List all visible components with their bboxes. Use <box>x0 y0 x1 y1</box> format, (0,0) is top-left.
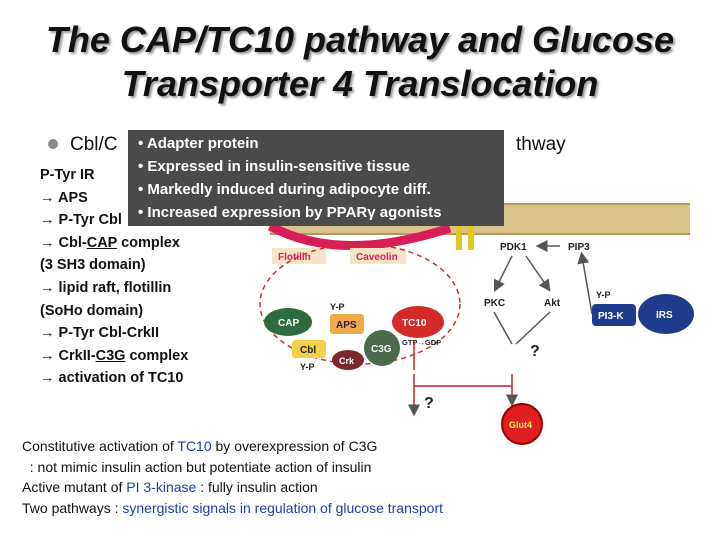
cap-info-popup: • Adapter protein • Expressed in insulin… <box>128 130 504 226</box>
popup-item-ppar: • Increased expression by PPARγ agonists <box>138 204 442 221</box>
step-c3g-term: C3G <box>95 347 126 364</box>
summary-line-3-c: : fully insulin action <box>196 479 318 495</box>
flotilin-label: Flotilin <box>278 252 311 263</box>
glut4-label: Glut4 <box>509 420 532 430</box>
step-aps: → APS <box>40 189 88 206</box>
akt-convergence-line <box>515 311 551 345</box>
step-tc10-activation: → activation of TC10 <box>40 370 184 387</box>
subtitle-right: thway <box>516 134 566 155</box>
summary-pi3k: PI 3-kinase <box>126 479 197 495</box>
pdk1-label: PDK1 <box>500 242 527 253</box>
popup-item-expressed: • Expressed in insulin-sensitive tissue <box>138 158 411 175</box>
lipid-raft-curve <box>267 222 452 250</box>
title-line-2: Transporter 4 Translocation <box>121 63 599 104</box>
step-cbl-cap-suffix: complex <box>117 234 180 251</box>
step-crkii-c3g-prefix: → CrkII- <box>40 347 96 364</box>
step-p-tyr-ir: P-Tyr IR <box>40 167 95 183</box>
pdk1-to-pkc-arrow <box>493 255 513 293</box>
subtitle-left: Cbl/C <box>70 134 118 155</box>
summary-text: Constitutive activation of TC10 by overe… <box>22 436 443 518</box>
pkc-label: PKC <box>484 298 505 309</box>
summary-line-4: Two pathways : synergistic signals in re… <box>22 498 443 519</box>
tc10-label: TC10 <box>402 318 427 329</box>
pdk1-to-akt-arrow <box>525 255 551 292</box>
summary-line-4-a: Two pathways : <box>22 499 123 516</box>
step-crkii-c3g-suffix: complex <box>125 347 189 364</box>
pathway-steps: P-Tyr IR → APS → P-Tyr Cbl → Cbl-CAP com… <box>40 164 188 390</box>
caveolin-label: Caveolin <box>356 252 398 263</box>
caveolin-box <box>350 248 406 264</box>
step-cap-term: CAP <box>86 234 118 251</box>
yp-label-1: Y-P <box>330 302 345 312</box>
pi3k-label: PI3-K <box>598 311 624 322</box>
popup-item-induced: • Markedly induced during adipocyte diff… <box>138 181 431 198</box>
tc10-protein <box>392 306 444 338</box>
slide-title: The CAP/TC10 pathway and Glucose Transpo… <box>0 18 720 106</box>
step-cbl-cap: → Cbl-CAP complex <box>40 232 188 255</box>
step-crkii-c3g: → CrkII-C3G complex <box>40 345 188 368</box>
summary-line-3-a: Active mutant of <box>22 479 127 495</box>
pkc-convergence-line <box>493 311 513 345</box>
summary-line-1-c: by overexpression of C3G <box>211 438 378 454</box>
yp-label-2: Y-P <box>300 362 315 372</box>
akt-label: Akt <box>544 298 561 309</box>
pathway-diagram-lower: ? Glut4 <box>408 374 543 445</box>
summary-line-1-a: Constitutive activation of <box>22 438 178 454</box>
summary-tc10: TC10 <box>177 438 212 454</box>
summary-synergistic: synergistic signals in regulation of glu… <box>122 499 444 516</box>
step-cbl-crkii: → P-Tyr Cbl-CrkII <box>40 325 159 342</box>
step-lipid-raft: → lipid raft, flotillin <box>40 279 172 296</box>
summary-line-1: Constitutive activation of TC10 by overe… <box>22 436 443 457</box>
summary-line-3: Active mutant of PI 3-kinase : fully ins… <box>22 477 443 498</box>
question-mark-1: ? <box>530 343 540 360</box>
step-sh3: (3 SH3 domain) <box>40 257 146 274</box>
irs-label: IRS <box>656 310 673 321</box>
crk-label: Crk <box>339 356 355 366</box>
title-line-1: The CAP/TC10 pathway and Glucose <box>45 19 675 60</box>
question-mark-2: ? <box>424 395 434 412</box>
c3g-label: C3G <box>371 344 392 355</box>
step-soho: (SoHo domain) <box>40 302 144 319</box>
crk-protein <box>332 350 364 370</box>
gtp-gdp-label: GTP→GDP <box>402 338 441 347</box>
popup-item-adapter: • Adapter protein <box>138 135 259 152</box>
cap-protein <box>264 308 312 336</box>
step-cbl-cap-prefix: → Cbl- <box>40 234 87 251</box>
cbl-label: Cbl <box>300 345 316 356</box>
bullet-icon <box>48 139 58 149</box>
c3g-protein <box>364 330 400 366</box>
summary-line-2: : not mimic insulin action but potentiat… <box>22 458 372 475</box>
pip3-label: PIP3 <box>568 242 590 253</box>
glut4-vesicle <box>501 403 543 445</box>
step-p-tyr-cbl: → P-Tyr Cbl <box>40 212 122 229</box>
pi3k-protein <box>592 304 636 326</box>
aps-protein <box>330 314 364 334</box>
cap-label: CAP <box>278 318 299 329</box>
pi3k-to-pip3-arrow <box>577 251 593 315</box>
irs-protein <box>638 294 694 334</box>
cbl-protein <box>292 340 326 358</box>
yp-label-3: Y-P <box>596 290 611 300</box>
aps-label: APS <box>336 320 357 331</box>
